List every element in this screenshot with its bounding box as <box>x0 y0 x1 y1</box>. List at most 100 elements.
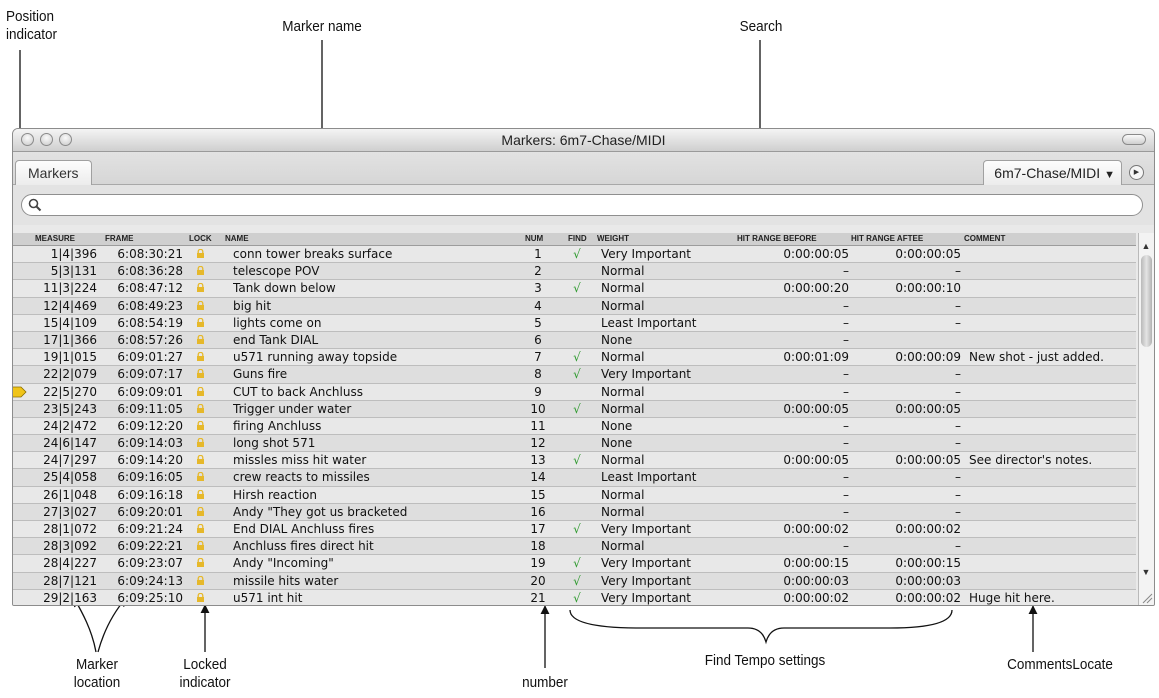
tab-markers[interactable]: Markers <box>15 160 92 185</box>
column-header-num[interactable]: NUM <box>525 234 544 243</box>
name-cell[interactable]: End DIAL Anchluss fires <box>233 522 375 536</box>
name-cell[interactable]: Guns fire <box>233 367 288 382</box>
column-header-comment[interactable]: COMMENT <box>964 234 1006 243</box>
name-cell[interactable]: u571 int hit <box>233 590 303 605</box>
comment-cell[interactable] <box>969 366 1137 382</box>
lock-cell[interactable] <box>196 384 210 400</box>
comment-cell[interactable] <box>969 298 1137 314</box>
lock-cell[interactable] <box>196 452 210 468</box>
search-field[interactable] <box>21 194 1143 216</box>
find-tempo-checkmark[interactable]: √ <box>573 573 581 588</box>
comment-cell[interactable] <box>969 315 1137 331</box>
column-header-hit-range-after[interactable]: HIT RANGE AFTEE <box>851 234 924 243</box>
lock-cell[interactable] <box>196 521 210 537</box>
search-input[interactable] <box>46 197 1130 215</box>
find-tempo-checkmark[interactable]: √ <box>573 281 581 296</box>
name-cell[interactable]: Andy "Incoming" <box>233 556 334 571</box>
name-cell[interactable]: telescope POV <box>233 264 320 279</box>
comment-cell[interactable] <box>969 521 1137 537</box>
name-cell[interactable]: firing Anchluss <box>233 418 322 433</box>
lock-cell[interactable] <box>196 590 210 605</box>
lock-cell[interactable] <box>196 263 210 279</box>
comment-cell[interactable] <box>969 384 1137 400</box>
find-tempo-checkmark[interactable] <box>566 504 588 520</box>
lock-cell[interactable] <box>196 487 210 503</box>
lock-cell[interactable] <box>196 504 210 520</box>
find-tempo-checkmark[interactable] <box>566 418 588 434</box>
find-tempo-checkmark[interactable] <box>566 538 588 554</box>
column-header-frame[interactable]: FRAME <box>105 234 134 243</box>
find-tempo-checkmark[interactable]: √ <box>573 522 581 536</box>
column-header-hit-range-before[interactable]: HIT RANGE BEFORE <box>737 234 817 243</box>
play-icon[interactable]: ▶ <box>1129 165 1144 180</box>
lock-cell[interactable] <box>196 332 210 348</box>
name-cell[interactable]: conn tower breaks surface <box>233 247 393 261</box>
lock-cell[interactable] <box>196 538 210 554</box>
lock-cell[interactable] <box>196 280 210 296</box>
find-tempo-checkmark[interactable] <box>566 469 588 485</box>
comment-cell[interactable] <box>969 573 1137 589</box>
close-window-button[interactable] <box>21 133 34 146</box>
name-cell[interactable]: Trigger under water <box>233 401 352 416</box>
scrollbar-thumb[interactable] <box>1141 255 1152 347</box>
lock-cell[interactable] <box>196 418 210 434</box>
name-cell[interactable]: u571 running away topside <box>233 350 398 365</box>
find-tempo-checkmark[interactable]: √ <box>573 401 581 416</box>
column-header-name[interactable]: NAME <box>225 234 249 243</box>
comment-cell[interactable] <box>969 504 1137 520</box>
comment-cell[interactable]: New shot - just added. <box>969 350 1104 365</box>
comment-cell[interactable] <box>969 418 1137 434</box>
name-cell[interactable]: Andy "They got us bracketed <box>233 504 408 519</box>
name-cell[interactable]: big hit <box>233 298 272 313</box>
toolbar-toggle-button[interactable] <box>1122 134 1146 145</box>
name-cell[interactable]: end Tank DIAL <box>233 332 319 347</box>
name-cell[interactable]: Tank down below <box>233 281 336 296</box>
find-tempo-checkmark[interactable]: √ <box>573 453 581 468</box>
name-cell[interactable]: long shot 571 <box>233 436 316 451</box>
find-tempo-checkmark[interactable] <box>566 332 588 348</box>
name-cell[interactable]: Anchluss fires direct hit <box>233 539 374 554</box>
comment-cell[interactable] <box>969 401 1137 417</box>
zoom-window-button[interactable] <box>59 133 72 146</box>
column-header-weight[interactable]: WEIGHT <box>597 234 629 243</box>
column-header-measure[interactable]: MEASURE <box>35 234 76 243</box>
comment-cell[interactable] <box>969 280 1137 296</box>
name-cell[interactable]: lights come on <box>233 315 322 330</box>
title-bar[interactable]: Markers: 6m7-Chase/MIDI <box>13 129 1154 152</box>
find-tempo-checkmark[interactable] <box>566 435 588 451</box>
lock-cell[interactable] <box>196 298 210 314</box>
find-tempo-checkmark[interactable]: √ <box>573 350 581 365</box>
find-tempo-checkmark[interactable] <box>566 384 588 400</box>
lock-cell[interactable] <box>196 246 210 262</box>
find-tempo-checkmark[interactable]: √ <box>573 247 581 261</box>
find-tempo-checkmark[interactable]: √ <box>573 367 581 382</box>
find-tempo-checkmark[interactable] <box>566 298 588 314</box>
scroll-up-icon[interactable]: ▲ <box>1141 241 1151 251</box>
comment-cell[interactable] <box>969 263 1137 279</box>
minimize-window-button[interactable] <box>40 133 53 146</box>
find-tempo-checkmark[interactable] <box>566 487 588 503</box>
resize-grip-icon[interactable] <box>1141 592 1153 604</box>
comment-cell[interactable]: See director's notes. <box>969 453 1093 468</box>
lock-cell[interactable] <box>196 401 210 417</box>
